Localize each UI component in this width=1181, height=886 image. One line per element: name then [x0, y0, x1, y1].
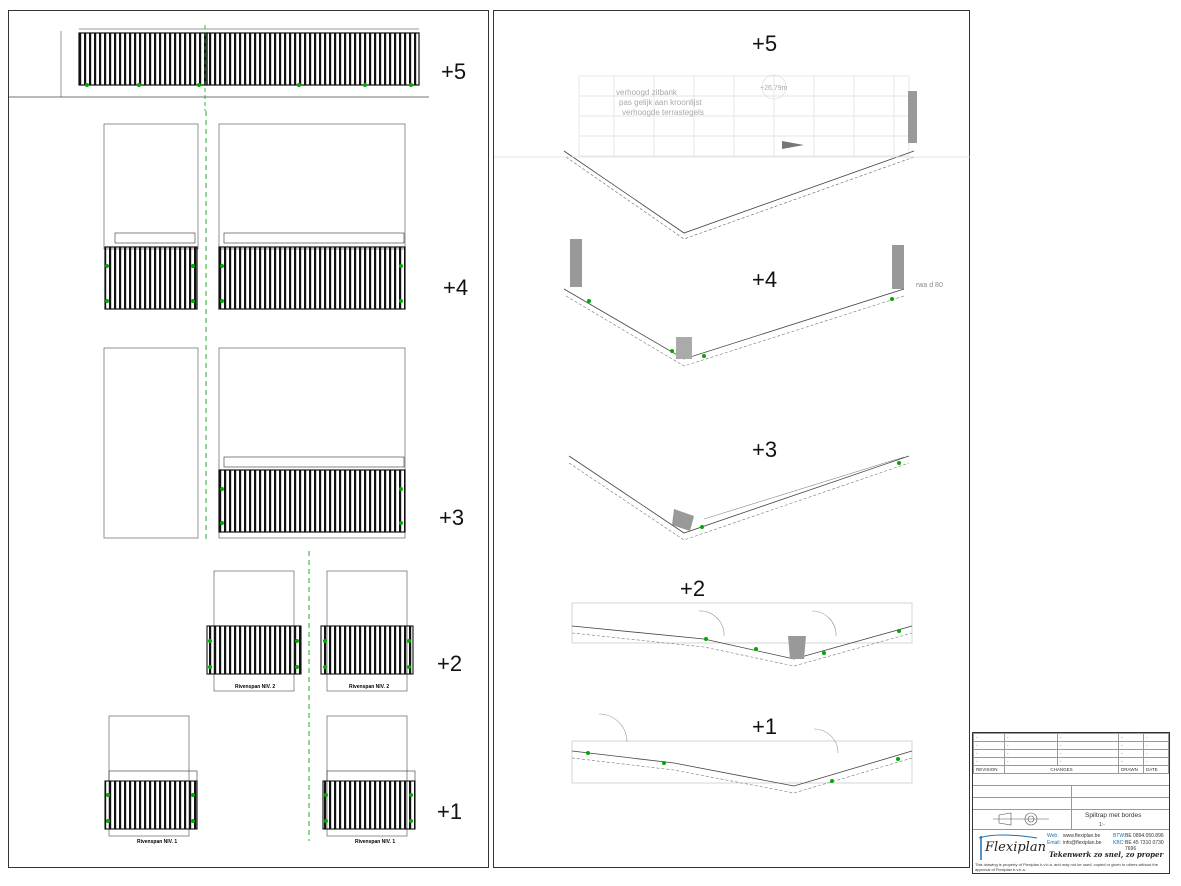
elevations-drawing — [9, 25, 429, 841]
rev-cell: - — [1057, 741, 1119, 750]
title-block: ----- ----- ----- ----- REVISION CHANGES… — [972, 732, 1170, 874]
right-level-label-1: +1 — [752, 714, 778, 739]
projection-symbol-icon — [993, 812, 1049, 826]
rev-cell: - — [1057, 733, 1119, 742]
scale-text: 1:- — [1099, 822, 1105, 828]
web-label: Web: — [1047, 833, 1059, 839]
rev-cell: - — [1057, 749, 1119, 758]
right-level-label-5: +5 — [752, 31, 778, 56]
left-level-label-1: +1 — [437, 799, 463, 824]
elevation-level-4 — [103, 123, 406, 310]
subject-text: Spiltrap met bordes — [1085, 812, 1142, 819]
rev-cell: - — [1004, 741, 1058, 750]
right-level-label-3: +3 — [752, 437, 778, 462]
elevations-panel: +5 +4 +3 +2 +1 Rivenspan NIV. 2 Rivenspa… — [8, 10, 489, 868]
niv1b-label: Rivenspan NIV. 1 — [355, 839, 396, 845]
flexiplan-logo: Flexiplan — [977, 832, 1046, 862]
rev-cell: - — [1118, 757, 1144, 766]
web-link[interactable]: www.flexiplan.be — [1063, 833, 1101, 839]
kbc-value: BE 45 7310 0730 7696 — [1125, 840, 1164, 852]
btw-label: BTW: — [1113, 833, 1126, 839]
rev-cell: - — [1143, 749, 1169, 758]
header-changes: CHANGES — [1004, 765, 1119, 774]
email-label: Email: — [1047, 840, 1061, 846]
header-revision: REVISION — [973, 765, 1005, 774]
left-level-label-3: +3 — [439, 505, 465, 530]
rev-cell: - — [973, 733, 1005, 742]
header-drawn: DRAWN — [1118, 765, 1144, 774]
plan-level-2 — [571, 602, 913, 667]
left-level-label-4: +4 — [443, 275, 469, 300]
right-level-label-2: +2 — [680, 576, 706, 601]
rev-cell: - — [973, 741, 1005, 750]
elevation-level-1 — [104, 715, 416, 837]
niv1a-label: Rivenspan NIV. 1 — [137, 839, 178, 845]
right-level-label-4: +4 — [752, 267, 778, 292]
niv2b-label: Rivenspan NIV. 2 — [349, 684, 390, 690]
kbc-label: KBC: — [1113, 840, 1125, 846]
plan-rwa: rwa d 80 — [916, 282, 943, 289]
email-link[interactable]: info@flexiplan.be — [1063, 840, 1102, 846]
left-level-label-2: +2 — [437, 651, 463, 676]
niv2a-label: Rivenspan NIV. 2 — [235, 684, 276, 690]
elevation-level-2 — [206, 570, 414, 692]
plan-note-3: verhoogde terrastegels — [622, 108, 704, 117]
rev-cell: - — [1118, 741, 1144, 750]
left-level-label-5: +5 — [441, 59, 467, 84]
brand-name: Flexiplan — [985, 840, 1046, 855]
rev-cell: - — [1143, 733, 1169, 742]
plans-panel: verhoogd zitbank pas gelijk aan kroonlij… — [493, 10, 970, 868]
rev-cell: - — [1143, 757, 1169, 766]
rev-cell: - — [1004, 733, 1058, 742]
rev-cell: - — [973, 749, 1005, 758]
plans-drawing: verhoogd zitbank pas gelijk aan kroonlij… — [494, 74, 970, 794]
rev-cell: - — [973, 757, 1005, 766]
rev-cell: - — [1118, 749, 1144, 758]
plan-note-2: pas gelijk aan kroonlijst — [619, 98, 702, 107]
plan-level-3 — [568, 455, 910, 541]
btw-value: BE 0894.050.896 — [1125, 833, 1164, 839]
slogan: Tekenwerk zo snel, zo proper — [1049, 850, 1164, 859]
rev-cell: - — [1118, 733, 1144, 742]
plan-level-4 — [563, 239, 905, 367]
rev-cell: - — [1004, 757, 1058, 766]
plan-level-5 — [494, 74, 970, 240]
rev-cell: - — [1057, 757, 1119, 766]
disclaimer: This drawing is property of Flexiplan b.… — [975, 862, 1158, 872]
rev-cell: - — [1004, 749, 1058, 758]
header-date: DATE — [1143, 765, 1169, 774]
plan-level-1 — [571, 713, 913, 794]
plan-note-1: verhoogd zitbank — [616, 88, 678, 97]
elevation-level-3 — [103, 347, 406, 539]
elevation-level-5 — [9, 25, 429, 111]
rev-cell: - — [1143, 741, 1169, 750]
revision-table: ----- ----- ----- ----- REVISION CHANGES… — [973, 733, 1169, 774]
plan-elevation: +26,79m — [760, 85, 788, 92]
